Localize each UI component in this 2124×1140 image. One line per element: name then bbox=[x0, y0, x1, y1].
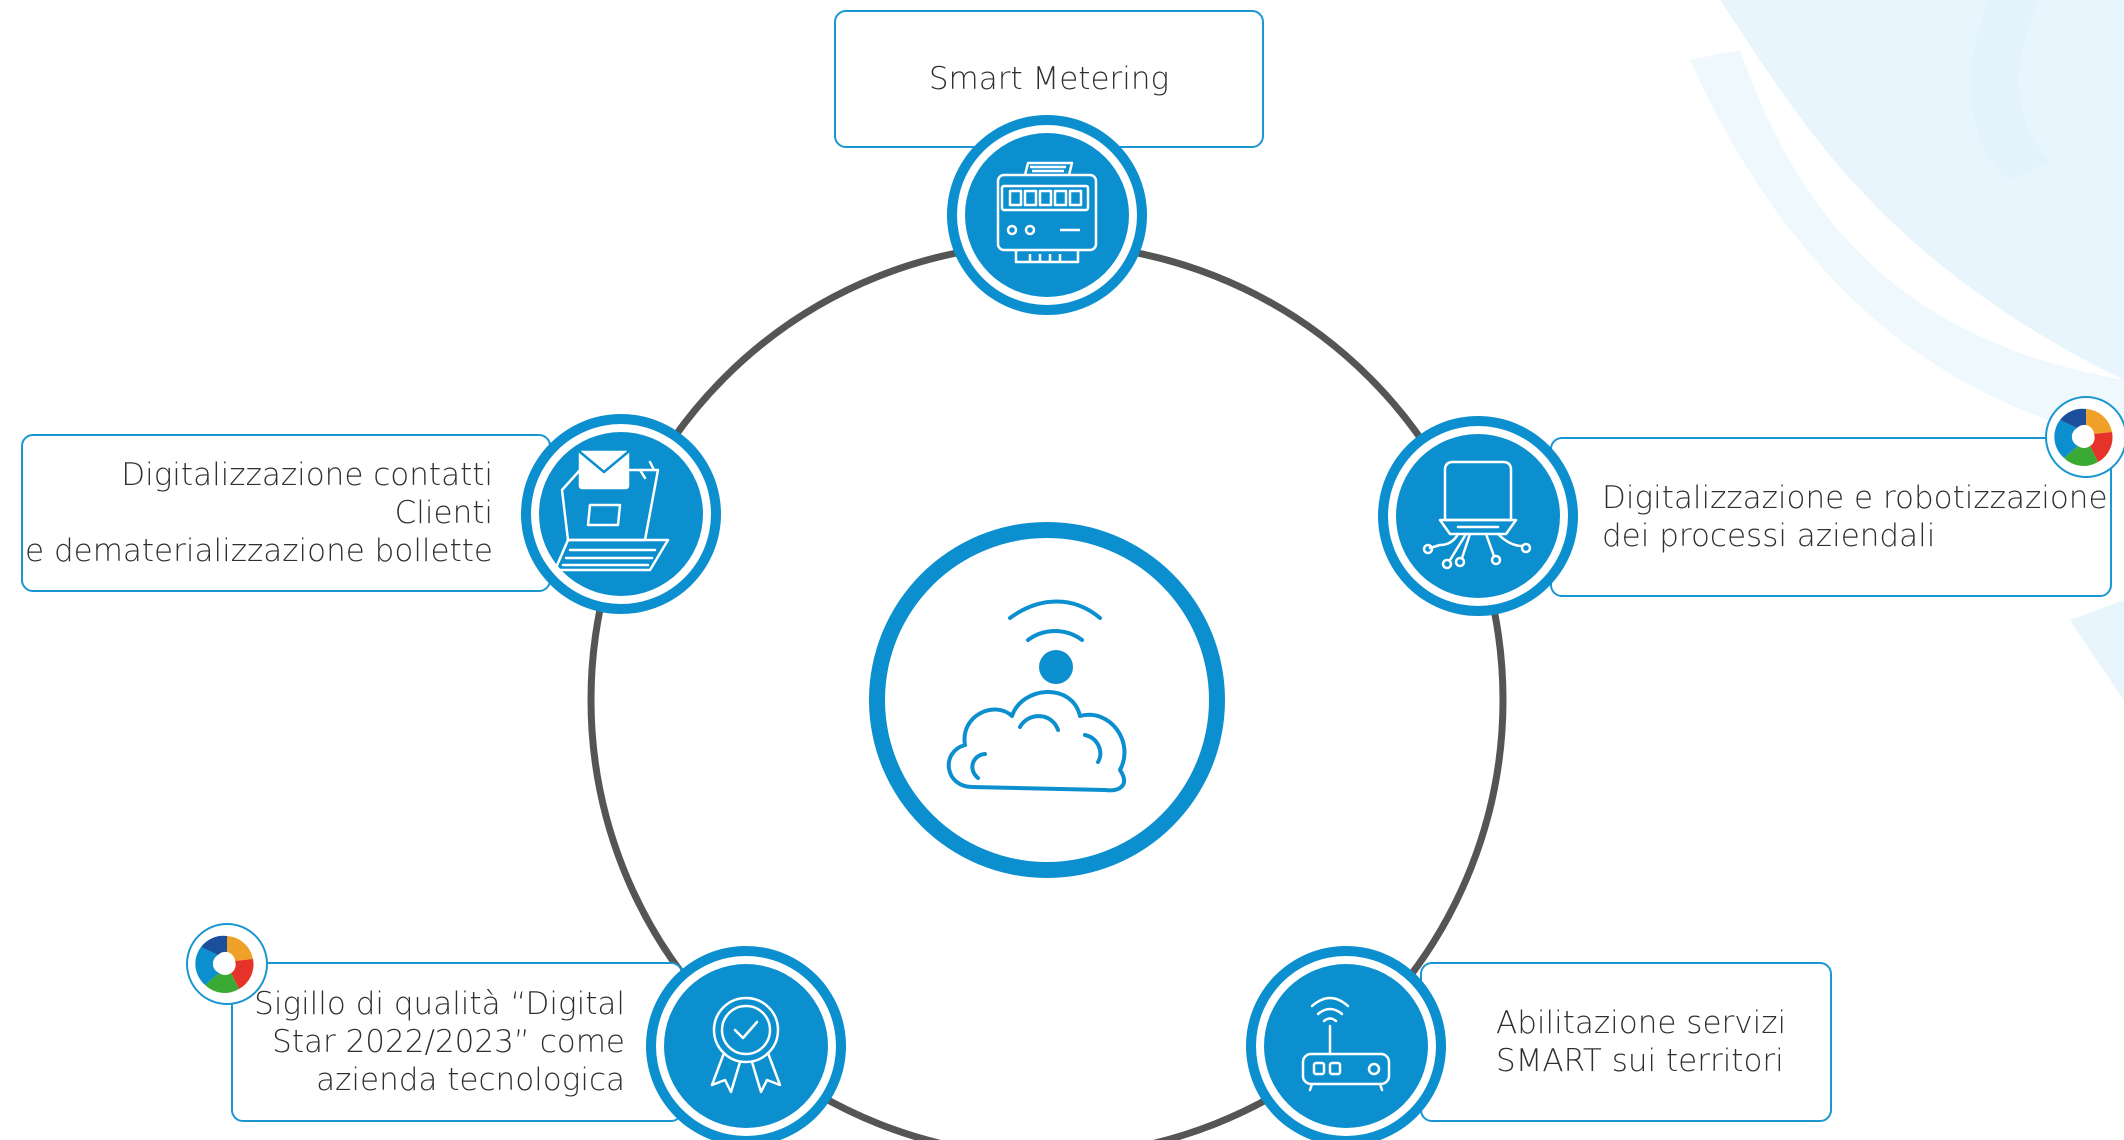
node-label-digital-contacts: Digitalizzazione contatti Clienti e dema… bbox=[25, 457, 493, 569]
node-label-digital-star-seal: Sigillo di qualità “Digital Star 2022/20… bbox=[254, 986, 625, 1098]
node-digital-contacts bbox=[521, 414, 721, 614]
node-smart-services bbox=[1246, 946, 1446, 1140]
center-node bbox=[869, 522, 1225, 878]
electricity-meter-icon bbox=[996, 161, 1098, 264]
node-smart-metering bbox=[947, 115, 1147, 315]
laptop-mail-icon bbox=[553, 450, 670, 572]
node-card-process-robotization: Digitalizzazione e robotizzazione dei pr… bbox=[1550, 437, 2112, 597]
node-process-robotization bbox=[1378, 416, 1578, 616]
cloud-wifi-icon bbox=[946, 599, 1127, 793]
swirl-logo-icon bbox=[2045, 396, 2124, 478]
node-card-smart-services: Abilitazione servizi SMART sui territori bbox=[1420, 962, 1832, 1122]
node-card-digital-star-seal: Sigillo di qualità “Digital Star 2022/20… bbox=[231, 962, 683, 1122]
swirl-logo-icon bbox=[186, 923, 268, 1005]
node-label-smart-services: Abilitazione servizi SMART sui territori bbox=[1496, 1005, 1787, 1079]
circuit-robot-icon bbox=[1422, 460, 1532, 570]
node-card-smart-metering: Smart Metering bbox=[834, 10, 1264, 148]
wifi-router-icon bbox=[1301, 996, 1391, 1092]
node-digital-star-seal bbox=[646, 946, 846, 1140]
node-label-smart-metering: Smart Metering bbox=[928, 61, 1170, 97]
award-badge-icon bbox=[710, 996, 782, 1094]
node-card-digital-contacts: Digitalizzazione contatti Clienti e dema… bbox=[21, 434, 551, 592]
node-label-process-robotization: Digitalizzazione e robotizzazione dei pr… bbox=[1602, 480, 2108, 554]
